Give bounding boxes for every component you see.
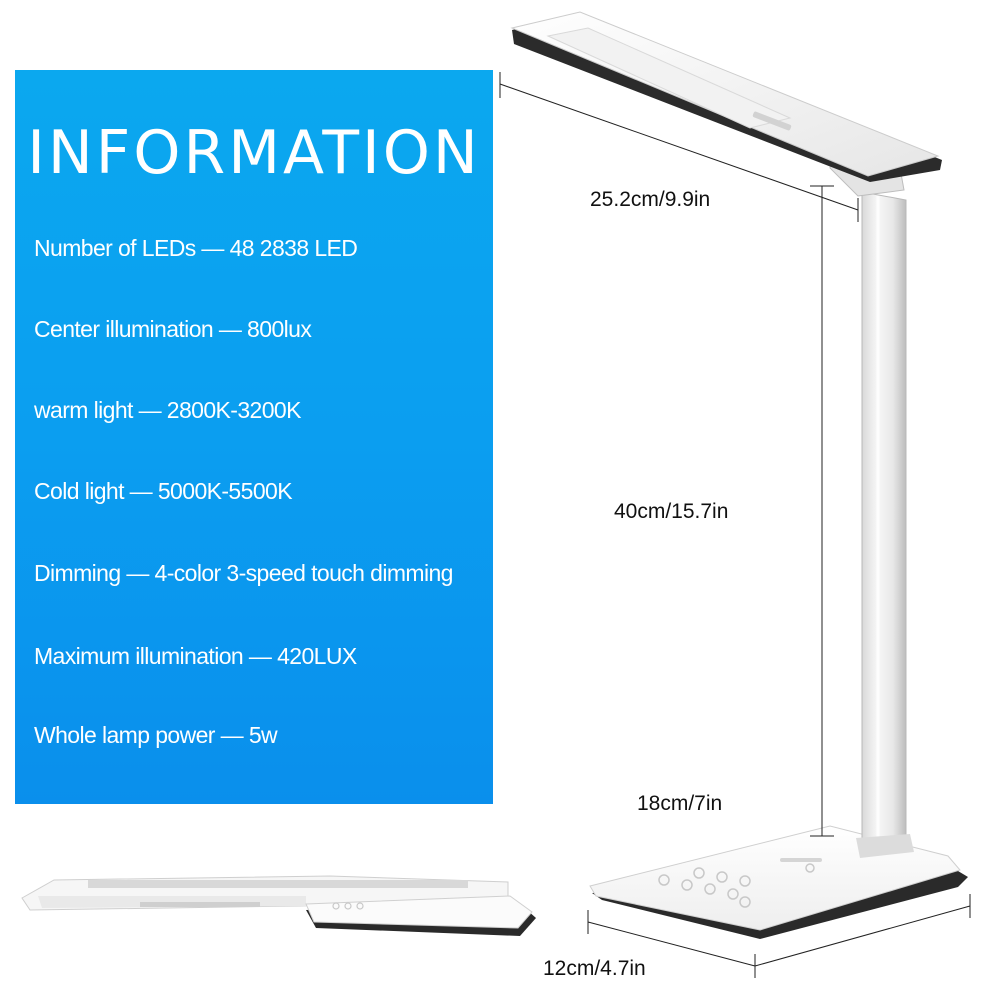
lamp-folded — [21, 875, 536, 936]
lamp-pole — [861, 191, 907, 849]
spec-led-count: Number of LEDs — 48 2838 LED — [34, 235, 358, 261]
spec-lamp-power: Whole lamp power — 5w — [34, 722, 278, 748]
dimension-base-length-label: 18cm/7in — [637, 792, 723, 815]
spec-center-illumination: Center illumination — 800lux — [34, 316, 312, 342]
spec-warm-light: warm light — 2800K-3200K — [34, 397, 301, 423]
spec-dimming: Dimming — 4-color 3-speed touch dimming — [34, 560, 453, 586]
info-title: INFORMATION — [27, 118, 481, 188]
dimension-base-width-label: 12cm/4.7in — [543, 957, 646, 980]
info-panel: INFORMATION Number of LEDs — 48 2838 LED… — [15, 70, 493, 804]
spec-max-illumination: Maximum illumination — 420LUX — [34, 643, 357, 669]
spec-cold-light: Cold light — 5000K-5500K — [34, 478, 293, 504]
dimension-head-length-label: 25.2cm/9.9in — [590, 188, 711, 211]
dimension-height-label: 40cm/15.7in — [614, 500, 729, 523]
touch-buttons — [658, 867, 751, 908]
dimension-lines — [499, 72, 971, 978]
base-logo-bar — [780, 858, 822, 862]
lamp-upright — [510, 11, 968, 939]
